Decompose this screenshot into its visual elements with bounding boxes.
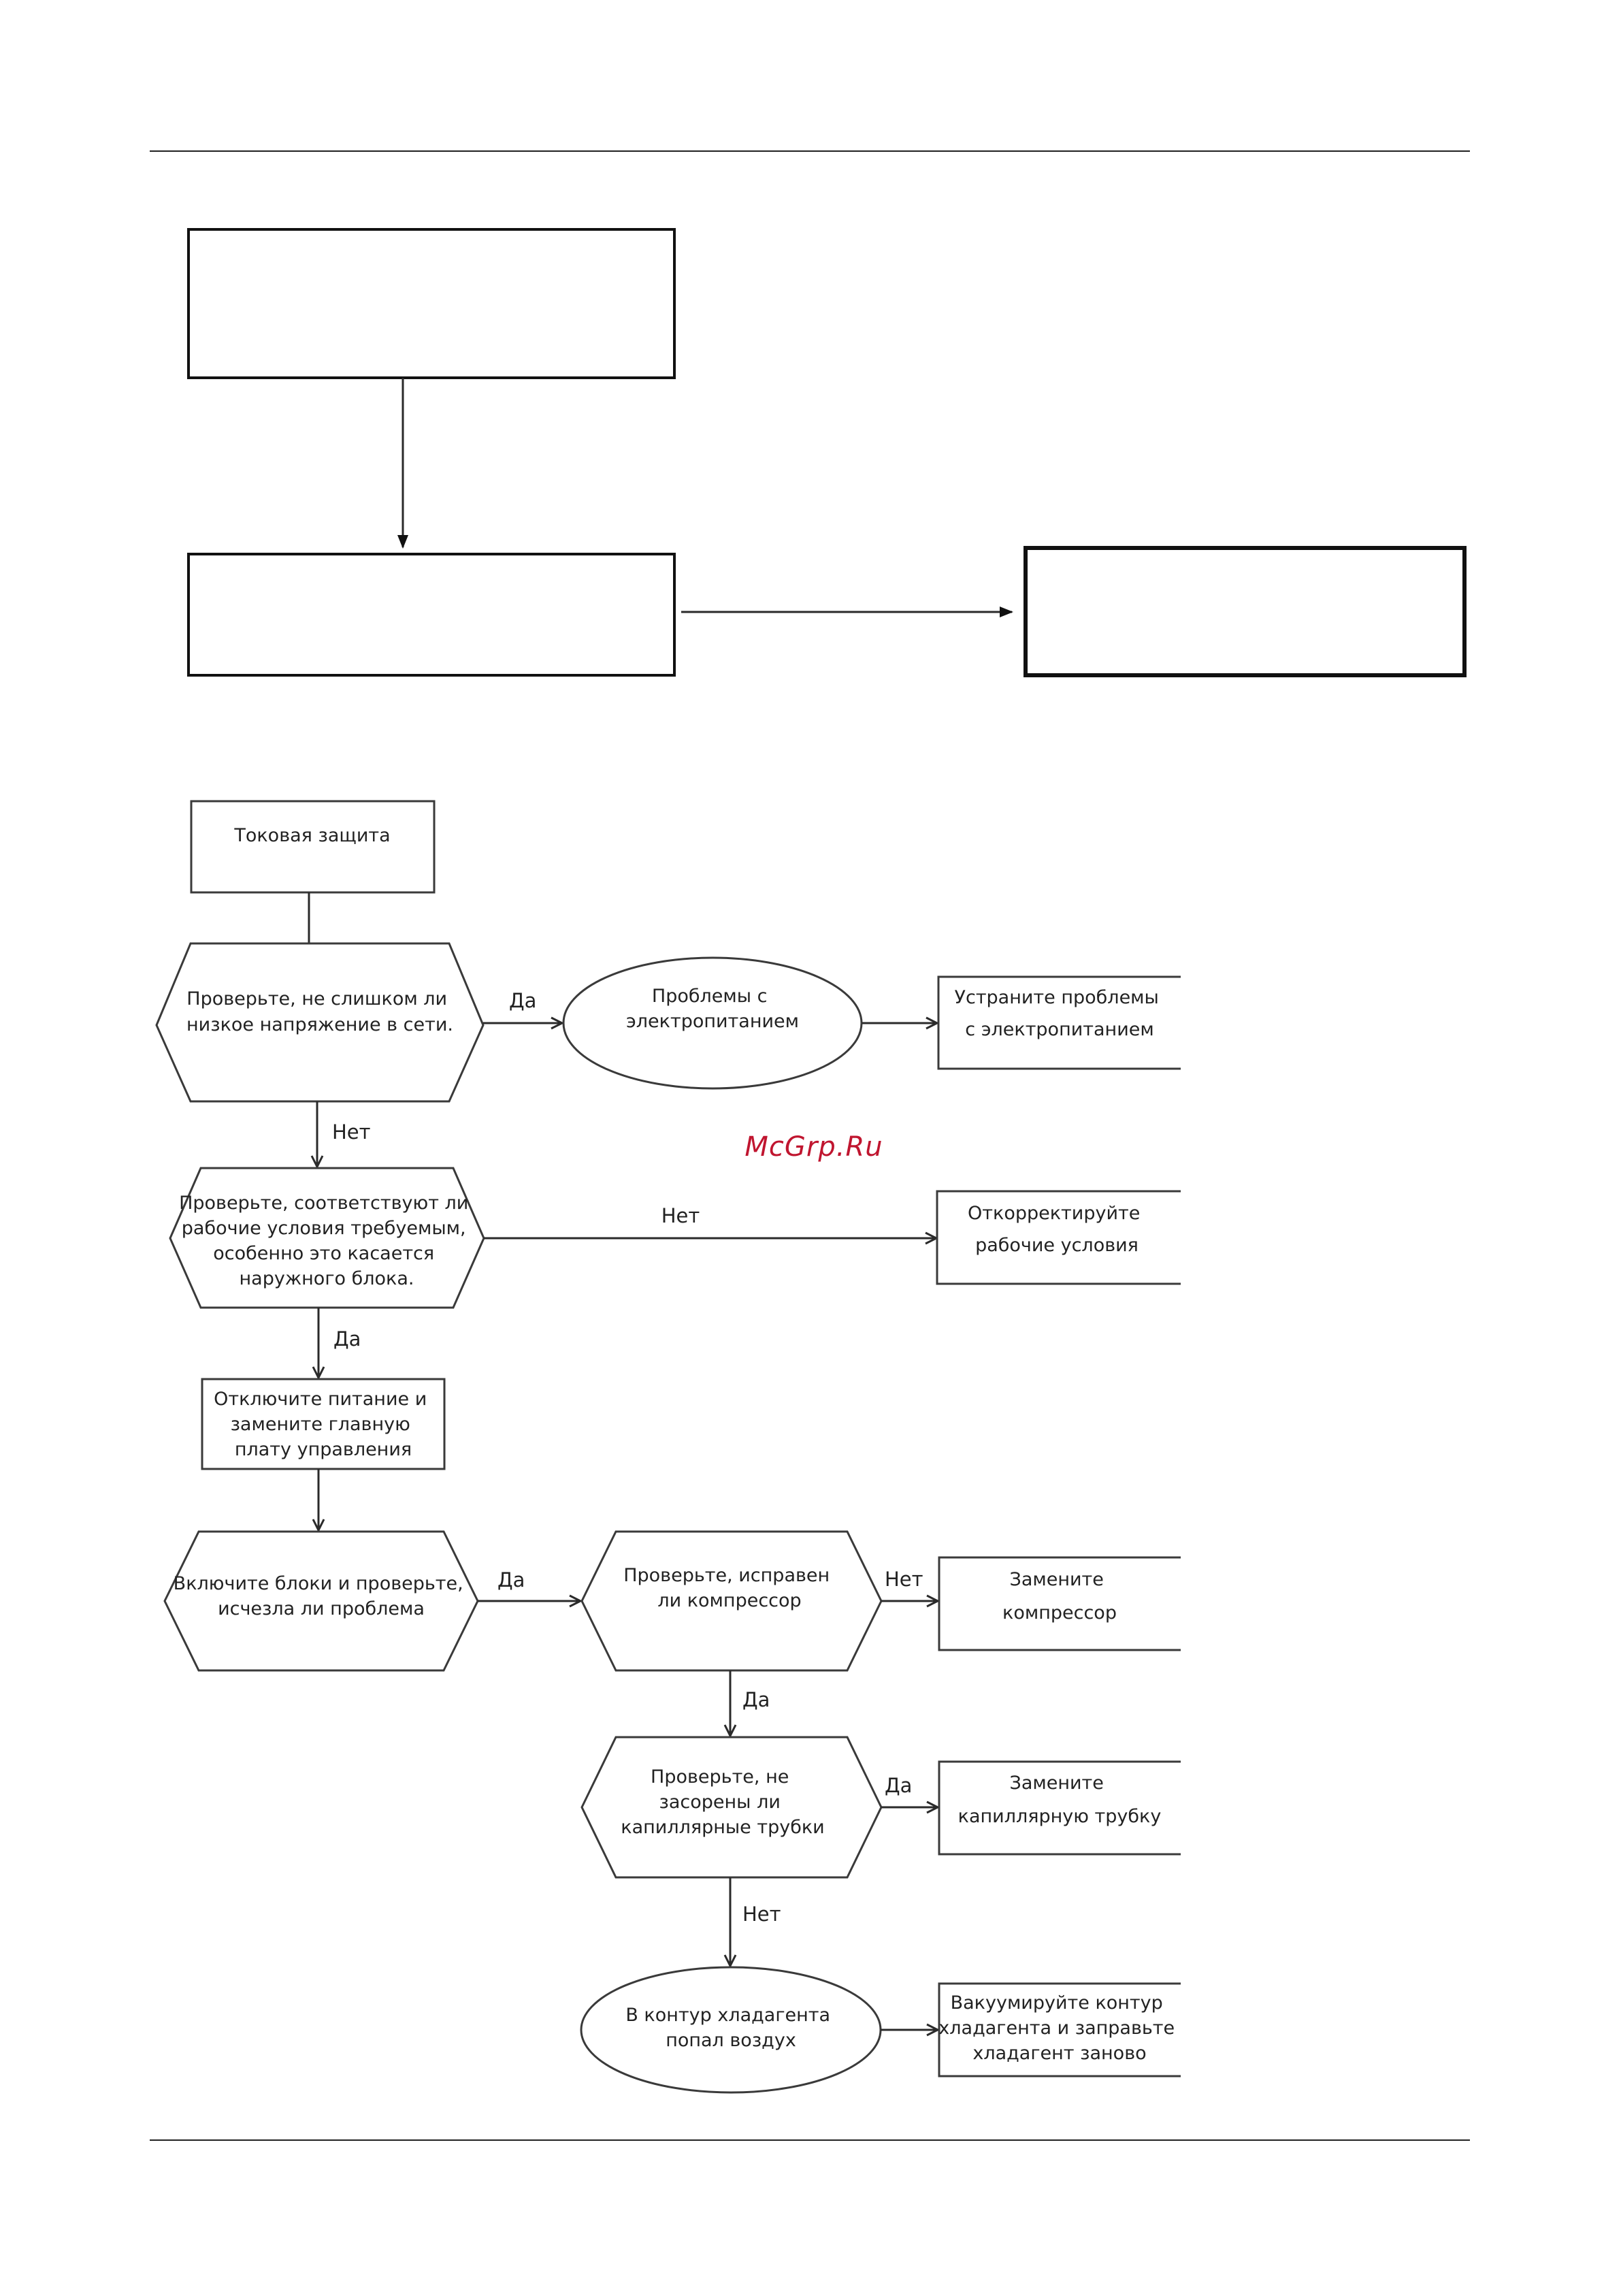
node-label: Отключите питание и замените главную пла… (214, 1389, 433, 1460)
replace-board-box: Отключите питание и замените главную пла… (201, 1378, 446, 1470)
check-voltage-decision: Проверьте, не слишком ли низкое напряжен… (155, 942, 485, 1103)
edge-label-compressor-no: Нет (885, 1568, 923, 1591)
node-label: Включите блоки и проверьте, исчезла ли п… (174, 1573, 470, 1619)
air-in-circuit-ellipse: В контур хладагента попал воздух (580, 1966, 882, 2094)
edge-label-problem-gone-yes: Да (497, 1568, 525, 1591)
node-label: Проблемы с электропитанием (626, 986, 799, 1032)
edge-label-conditions-no: Нет (661, 1204, 700, 1227)
edge-label-compressor-yes: Да (742, 1688, 770, 1711)
node-label: Замените капиллярную трубку (958, 1773, 1162, 1827)
edge-label-capillary-no: Нет (742, 1903, 781, 1926)
node-label: В контур хладагента попал воздух (625, 2005, 836, 2051)
check-capillary-decision: Проверьте, не засорены ли капиллярные тр… (580, 1736, 883, 1879)
watermark: McGrp.Ru (744, 1131, 883, 1163)
node-label: Откорректируйте рабочие условия (968, 1203, 1146, 1256)
node-label: Проверьте, не засорены ли капиллярные тр… (621, 1766, 824, 1838)
empty-frame-right (1024, 546, 1467, 677)
edge-label-capillary-yes: Да (885, 1774, 912, 1797)
edge-label-conditions-yes: Да (333, 1327, 361, 1351)
node-label: Вакуумируйте контур хладагента и заправь… (938, 1992, 1180, 2064)
edge-label-voltage-yes: Да (509, 989, 536, 1012)
empty-frame-middle (187, 553, 676, 677)
fix-power-box: Устраните проблемы с электропитанием (937, 975, 1181, 1070)
node-label: Проверьте, не слишком ли низкое напряжен… (186, 988, 453, 1035)
power-on-check-decision: Включите блоки и проверьте, исчезла ли п… (163, 1530, 479, 1672)
adjust-conditions-box: Откорректируйте рабочие условия (936, 1190, 1181, 1285)
node-label: Устраните проблемы с электропитанием (955, 987, 1165, 1040)
replace-compressor-box: Замените компрессор (938, 1556, 1181, 1651)
node-label: Проверьте, соответствуют ли рабочие усло… (179, 1193, 474, 1289)
edge-label-voltage-no: Нет (332, 1120, 371, 1144)
check-conditions-decision: Проверьте, соответствуют ли рабочие усло… (169, 1167, 485, 1309)
node-label: Замените компрессор (1002, 1569, 1117, 1623)
current-protection-box: Токовая защита (190, 800, 436, 894)
node-label: Токовая защита (233, 825, 390, 846)
node-label: Проверьте, исправен ли компрессор (623, 1565, 836, 1611)
check-compressor-decision: Проверьте, исправен ли компрессор (580, 1530, 883, 1672)
empty-frame-top (187, 228, 676, 379)
vacuum-refill-box: Вакуумируйте контур хладагента и заправь… (938, 1982, 1181, 2077)
replace-capillary-box: Замените капиллярную трубку (938, 1760, 1181, 1856)
power-problems-ellipse: Проблемы с электропитанием (562, 956, 863, 1090)
